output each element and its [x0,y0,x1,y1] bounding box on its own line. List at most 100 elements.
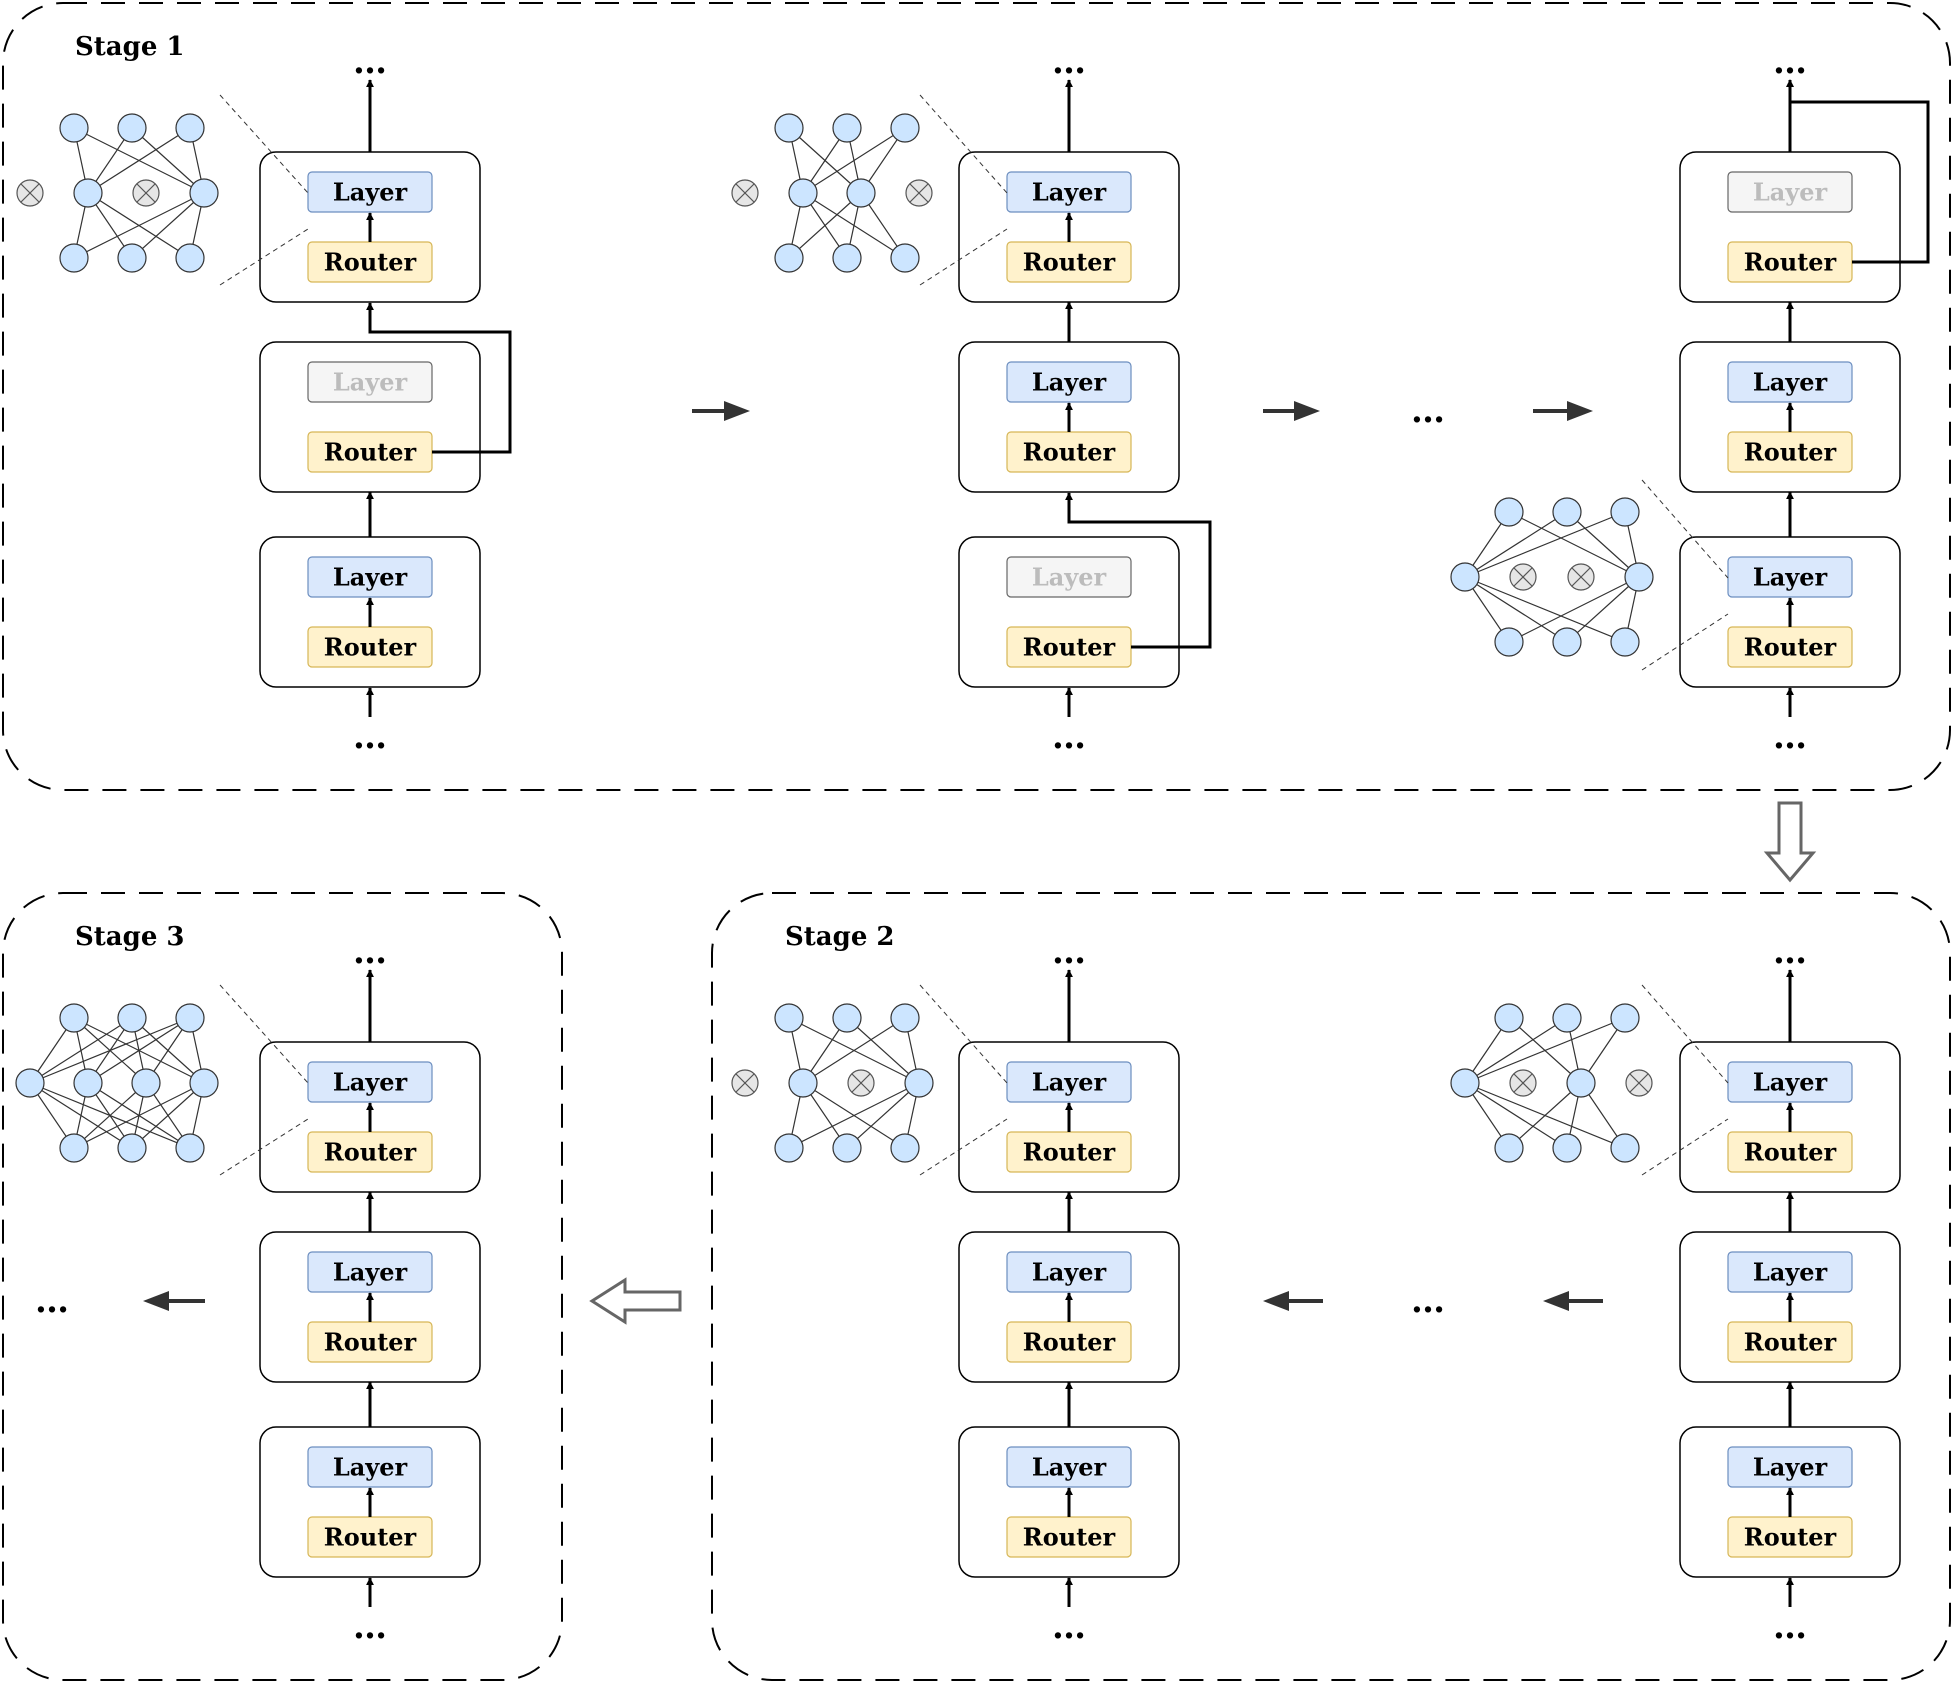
zoom-guide [1641,479,1729,671]
block-column: …LayerRouterLayerRouterLayerRouter… [1679,42,1930,757]
neuron [1450,1068,1480,1098]
layer-box [307,361,433,403]
layer-label: Layer [1753,1068,1828,1097]
layer-label: Layer [1032,178,1107,207]
router-label: Router [324,1138,417,1167]
layer-box [1727,1251,1853,1293]
synapse [1464,576,1568,643]
synapse [1508,511,1640,578]
top-ellipsis: … [1052,932,1086,972]
layer-box [1006,1061,1132,1103]
skip-connection [366,302,512,454]
neuron [59,1133,89,1163]
block-column: …LayerRouterLayerRouterLayerRouter… [958,42,1212,757]
neuron [1552,1003,1582,1033]
synapse [802,1082,906,1149]
stage-1-frame [2,2,1951,791]
dropped-neuron-icon [1625,1069,1653,1097]
neuron [832,113,862,143]
neuron [1552,1133,1582,1163]
synapse [802,127,906,194]
neuron [774,1133,804,1163]
neuron [1494,497,1524,527]
router-label: Router [1744,1328,1837,1357]
flow-arrows: … … … [35,391,1817,1325]
neuron [15,1068,45,1098]
layer-box [307,1061,433,1103]
neuron [832,1133,862,1163]
neuron [1610,497,1640,527]
layer-label: Layer [333,178,408,207]
neuron [175,1003,205,1033]
neuron [117,1133,147,1163]
layer-box [1006,1251,1132,1293]
neuron [890,1133,920,1163]
synapse [1464,1017,1568,1084]
block-column: …LayerRouterLayerRouterLayerRouter… [259,42,512,757]
router-label: Router [1023,1523,1116,1552]
synapse [29,1082,133,1149]
bottom-ellipsis: … [353,1607,387,1647]
synapse [1566,576,1640,643]
router-label: Router [1023,438,1116,467]
layer-box [1727,1061,1853,1103]
synapse [802,192,906,259]
layer-label: Layer [1753,178,1828,207]
router-label: Router [1023,1328,1116,1357]
neuron [1494,1003,1524,1033]
dropped-neuron-icon [905,179,933,207]
bottom-ellipsis: … [1052,1607,1086,1647]
layer-box [307,556,433,598]
neuron [1552,627,1582,657]
neuron-network [1450,1003,1653,1163]
synapse [1464,576,1626,643]
stage-2-title: Stage 2 [785,922,895,952]
dropped-neuron-icon [731,179,759,207]
router-label: Router [324,1328,417,1357]
synapse [87,127,191,194]
layer-label: Layer [333,368,408,397]
router-label: Router [1744,248,1837,277]
synapse [1508,576,1640,643]
layer-box [307,1446,433,1488]
neuron [117,1003,147,1033]
router-label: Router [324,1523,417,1552]
zoom-guide [919,94,1008,286]
synapse [1566,511,1640,578]
synapse [1464,1017,1626,1084]
layer-label: Layer [1032,563,1107,592]
layer-label: Layer [1753,368,1828,397]
neuron [73,1068,103,1098]
synapse [846,1017,920,1084]
layer-label: Layer [1032,1453,1107,1482]
router-label: Router [324,438,417,467]
neuron [1494,1133,1524,1163]
bottom-ellipsis: … [1052,717,1086,757]
bottom-ellipsis: … [353,717,387,757]
layer-label: Layer [333,1453,408,1482]
block-column: …LayerRouterLayerRouterLayerRouter… [958,932,1180,1647]
layer-label: Layer [333,563,408,592]
bottom-ellipsis: … [1773,1607,1807,1647]
zoom-guide [919,984,1008,1176]
neuron [175,113,205,143]
neuron [117,243,147,273]
neuron [1610,1003,1640,1033]
neuron [73,178,103,208]
neuron [189,1068,219,1098]
neuron [774,113,804,143]
stage-1-title: Stage 1 [75,32,185,62]
neuron-network [15,1003,219,1163]
stage-2-frame [711,892,1951,1681]
layer-box [307,1251,433,1293]
router-label: Router [324,633,417,662]
zoom-guide [219,984,309,1176]
neuron [890,113,920,143]
